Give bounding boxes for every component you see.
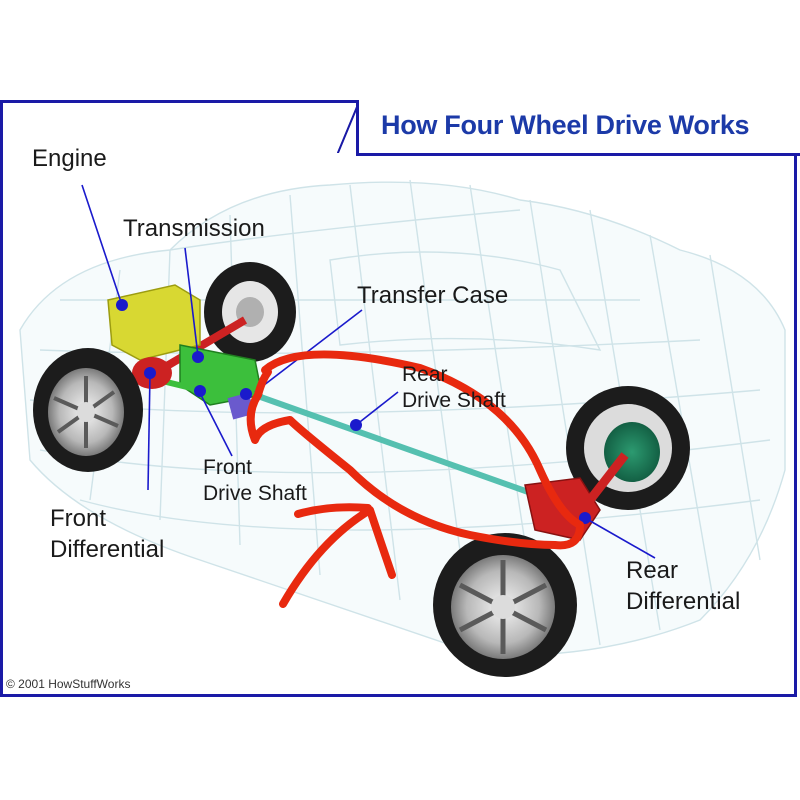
label-front-differential-line2: Differential bbox=[50, 536, 165, 563]
label-front-drive-shaft-line1: Front bbox=[203, 456, 253, 479]
leader-lines bbox=[81, 184, 656, 559]
label-front-drive-shaft-line2: Drive Shaft bbox=[203, 482, 307, 505]
diagram-title: How Four Wheel Drive Works bbox=[381, 110, 750, 140]
front-axle bbox=[157, 316, 248, 374]
leader-dots bbox=[116, 299, 591, 524]
label-rear-drive-shaft-line1: Rear bbox=[402, 363, 448, 386]
rear-left-wheel bbox=[433, 533, 577, 677]
red-annotation-circle bbox=[246, 350, 584, 550]
engine-block bbox=[107, 284, 201, 361]
label-front-differential-line1: Front bbox=[50, 505, 107, 532]
front-left-wheel bbox=[33, 348, 143, 472]
red-annotation-arrow bbox=[279, 503, 396, 608]
label-transmission: Transmission bbox=[123, 215, 265, 242]
title-banner: How Four Wheel Drive Works bbox=[337, 100, 800, 156]
front-right-wheel bbox=[204, 262, 296, 362]
label-engine: Engine bbox=[32, 145, 107, 172]
copyright-notice: © 2001 HowStuffWorks bbox=[6, 677, 131, 691]
rear-right-wheel bbox=[566, 386, 690, 510]
label-rear-differential-line2: Differential bbox=[626, 588, 741, 615]
label-rear-differential-line1: Rear bbox=[626, 557, 679, 584]
label-transfer-case: Transfer Case bbox=[357, 282, 509, 309]
label-rear-drive-shaft-line2: Drive Shaft bbox=[402, 389, 506, 412]
rear-drive-shaft bbox=[253, 392, 547, 501]
rear-axle bbox=[586, 452, 629, 503]
